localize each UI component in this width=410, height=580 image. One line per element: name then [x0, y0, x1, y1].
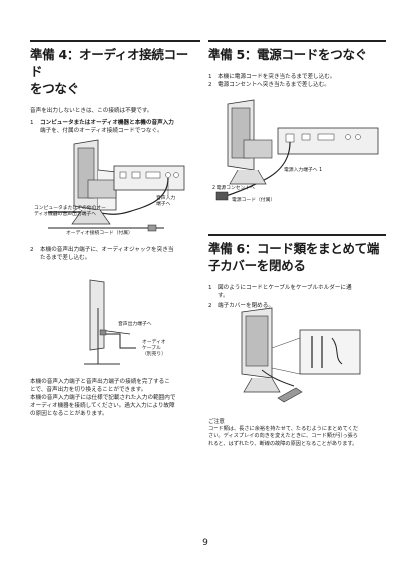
- audio-output-illustration: [84, 279, 136, 365]
- power-connection-illustration: [215, 99, 379, 201]
- figure-power-connection: 電源入力端子へ 1 2 電源コンセントへ 電源コード（付属）: [208, 99, 388, 210]
- fig1-computer-label: コンピュータまたはその他のオー ディオ機器の音声出力端子へ: [34, 206, 106, 217]
- section6-heading: 準備 6：コード類をまとめて端 子カバーを閉める: [208, 234, 386, 274]
- audio-connection-illustration: [48, 139, 185, 232]
- section6-step1: 1 図のようにコードとケーブルをケーブルホルダーに通す。: [208, 285, 352, 299]
- fig3-outlet-label: 2 電源コンセントへ: [212, 186, 255, 191]
- page-number: 9: [202, 538, 208, 548]
- note-box: ご注意 コード類は、長さに余裕を持たせて、たるむようにまとめてくだ さい。ディス…: [208, 418, 386, 448]
- section4-intro: 音声を出力しないときは、この接続は不要です。: [30, 108, 153, 114]
- section5-step1: 1 本機に電源コードを突き当たるまで差し込む。: [208, 74, 336, 80]
- figure-cable-holder: [222, 307, 372, 408]
- section5-heading: 準備 5：電源コードをつなぐ: [208, 40, 386, 63]
- fig1-cable-label: オーディオ接続コード（付属）: [66, 231, 133, 236]
- note-title: ご注意: [208, 419, 225, 425]
- fig3-cord-label: 電源コード（付属）: [232, 198, 276, 203]
- section4-step2: 2 本機の音声出力端子に、オーディオジャックを突き当たるまで差し込む。: [30, 247, 174, 261]
- section4-step1: 1 コンピュータまたはオーディオ機器と本機の音声入力端子を、付属のオーディオ接続…: [30, 120, 174, 134]
- left-column: 準備 4：オーディオ接続コード をつなぐ 音声を出力しないときは、この接続は不要…: [30, 40, 200, 135]
- fig3-power-in-label: 電源入力端子へ 1: [284, 168, 323, 173]
- section4-heading: 準備 4：オーディオ接続コード をつなぐ: [30, 40, 200, 97]
- cable-holder-illustration: [241, 307, 361, 403]
- fig1-audio-in-label: 音声入力 端子へ: [156, 196, 176, 207]
- figure-audio-output: 音声出力端子へ オーディオ ケーブル （別売り）: [60, 278, 200, 373]
- fig2-cable-label: オーディオ ケーブル （別売り）: [142, 340, 166, 357]
- figure-audio-connection: 音声入力 端子へ コンピュータまたはその他のオー ディオ機器の音声出力端子へ オ…: [28, 139, 203, 240]
- right-column: 準備 5：電源コードをつなぐ 1 本機に電源コードを突き当たるまで差し込む。 2…: [208, 40, 386, 89]
- section6-block: 準備 6：コード類をまとめて端 子カバーを閉める 1 図のようにコードとケーブル…: [208, 234, 386, 310]
- section4-notes: 本機の音声入力端子と音声出力端子の接続を完了するこ とで、音声出力を切り換えるこ…: [30, 379, 176, 417]
- fig2-out-label: 音声出力端子へ: [118, 322, 152, 327]
- section5-step2: 2 電源コンセントへ突き当たるまで差し込む。: [208, 82, 330, 88]
- section6-step2: 2 端子カバーを閉める。: [208, 303, 274, 309]
